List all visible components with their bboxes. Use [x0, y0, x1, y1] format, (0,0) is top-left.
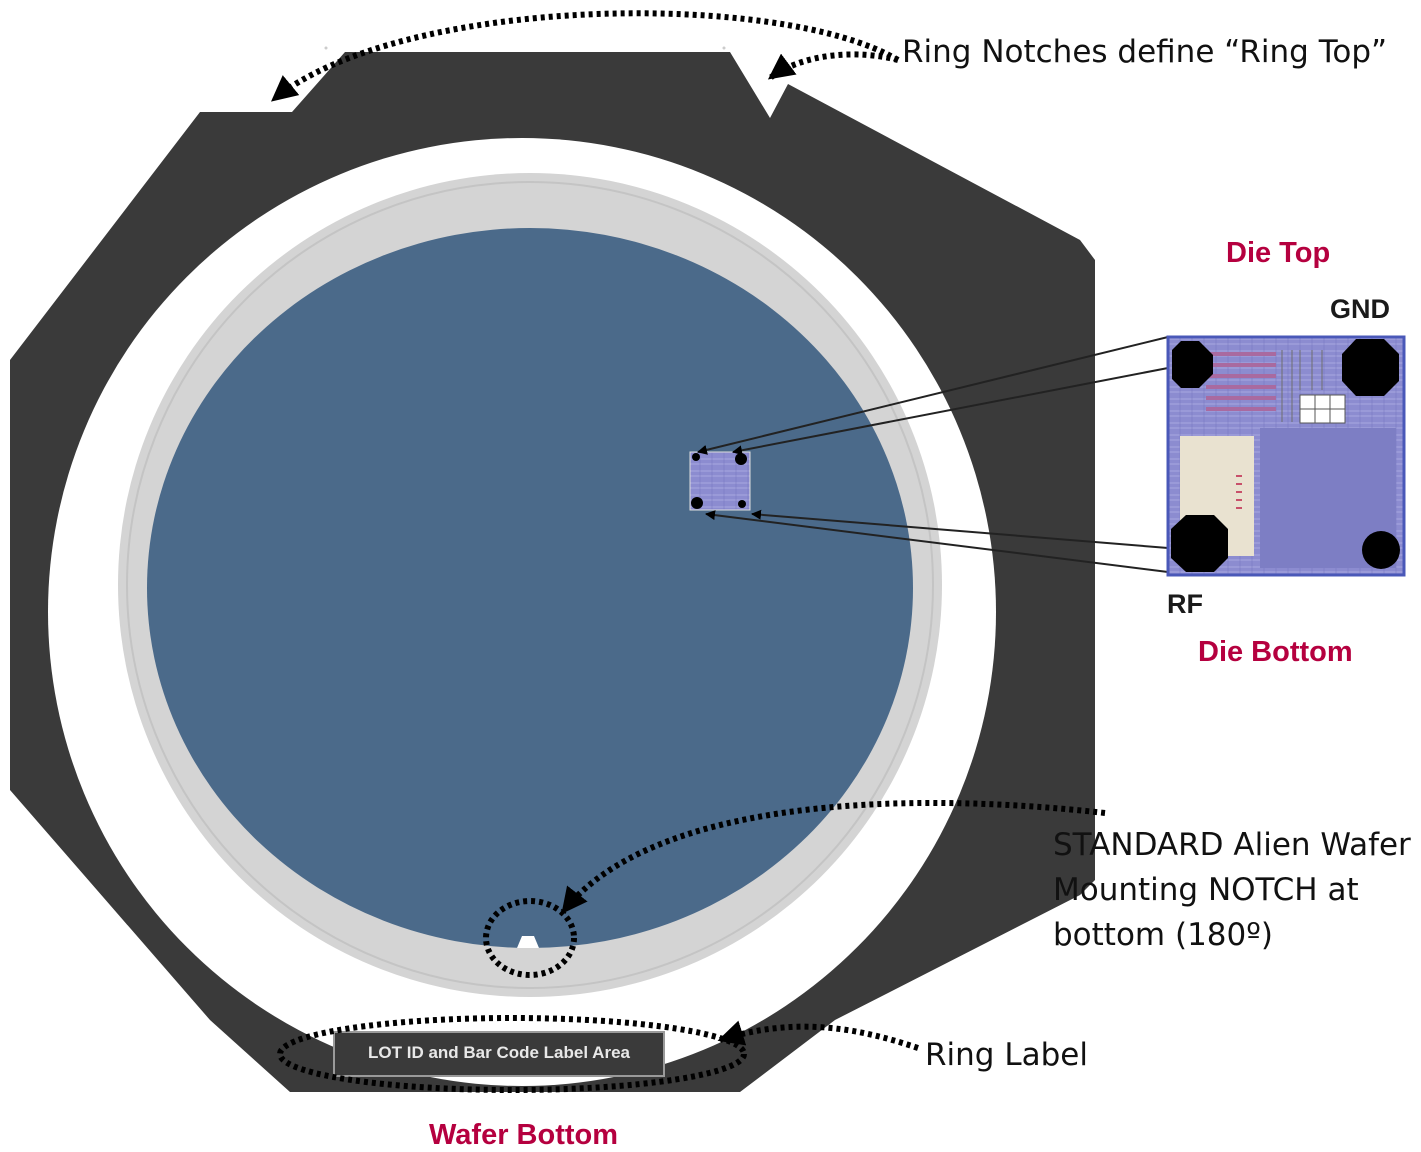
die-small [689, 451, 751, 511]
ring-notches-arrows [270, 10, 900, 103]
wafer-surface [147, 228, 913, 948]
ring-label-caption: Ring Label [925, 1037, 1088, 1073]
mounting-notch-highlight [483, 898, 577, 978]
die-bottom-label: Die Bottom [1198, 636, 1353, 668]
ring-notch-mark-right [722, 46, 726, 50]
wafer-edge-inner [126, 181, 934, 989]
ring-notch-mark-left [324, 46, 328, 50]
die-small-pad [692, 453, 700, 461]
gnd-pad-label: GND [1330, 294, 1390, 324]
wafer-bottom-label: Wafer Bottom [429, 1119, 618, 1151]
die-small-pad [738, 500, 746, 508]
ring-label-area-text: LOT ID and Bar Code Label Area [368, 1043, 631, 1062]
ring-notches-caption: Ring Notches define “Ring Top” [902, 34, 1387, 70]
wafer-mounting-notch [517, 936, 539, 948]
die-small-pad [691, 497, 703, 509]
zoom-lines [697, 336, 1169, 573]
die-enlarged [1166, 335, 1406, 577]
mounting-notch-caption: STANDARD Alien Wafer Mounting NOTCH at b… [1053, 827, 1421, 953]
ring-label-highlight [277, 1015, 747, 1093]
mounting-notch-callout [483, 799, 1106, 978]
rf-pad-label: RF [1167, 589, 1203, 619]
die-top-label: Die Top [1226, 237, 1330, 269]
die-small-pad [735, 453, 747, 465]
die-pad-gnd [1172, 341, 1213, 388]
die-pad [1362, 531, 1400, 569]
wafer [118, 173, 942, 997]
die-pad [1342, 339, 1399, 396]
ring-label-area [333, 1031, 665, 1077]
die-pad-rf [1171, 515, 1228, 572]
ring-label-callout [277, 1015, 919, 1093]
